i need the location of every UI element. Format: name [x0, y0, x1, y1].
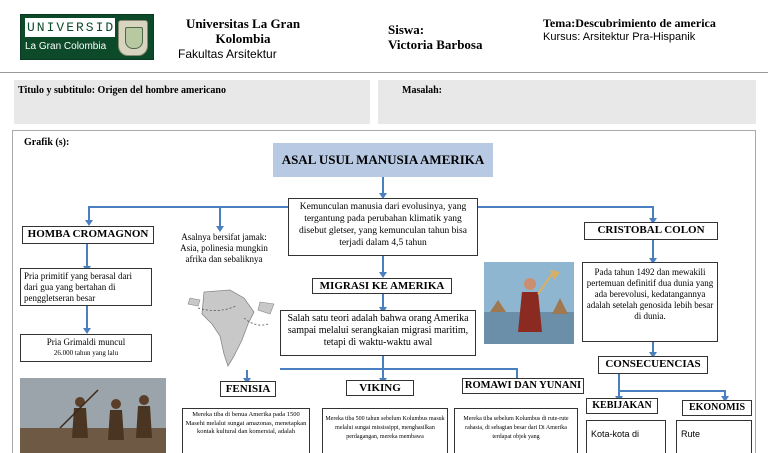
university-logo: UNIVERSIDAD La Gran Colombia	[20, 14, 154, 60]
header-divider	[0, 72, 768, 73]
connector-line	[246, 368, 248, 380]
fenisia-title-box: FENISIA	[220, 381, 276, 397]
connector-line	[516, 368, 518, 380]
romawi-text-box: Mereka tiba sebelum Kolumbus di rute-rut…	[454, 408, 578, 453]
homba-grimaldi-box: Pria Grimaldi muncul 26.000 tahun yang l…	[20, 334, 152, 362]
graphic-label: Grafik (s):	[24, 137, 70, 148]
viking-title-box: VIKING	[346, 380, 414, 396]
title-panel: Titulo y subtitulo: Origen del hombre am…	[14, 80, 370, 124]
early-humans-image	[20, 378, 166, 453]
grimaldi-line: Pria Grimaldi muncul	[46, 337, 126, 347]
arrow-head	[85, 220, 93, 226]
romawi-title-box: ROMAWI DAN YUNANI	[462, 378, 584, 394]
policy-title-box: KEBIJAKAN	[586, 398, 658, 414]
connector-line	[219, 206, 221, 228]
faculty-name: Fakultas Arsitektur	[178, 47, 277, 61]
americas-map-image	[184, 284, 280, 370]
economic-title-box: EKONOMIS	[682, 400, 752, 416]
student-name: Victoria Barbosa	[388, 37, 483, 52]
connector-line	[652, 206, 654, 220]
connector-line	[618, 390, 620, 398]
arrow-head	[721, 396, 729, 402]
colon-text-box: Pada tahun 1492 dan mewakili pertemuan d…	[582, 262, 718, 342]
map-main-title: ASAL USUL MANUSIA AMERIKA	[273, 143, 493, 177]
student-label: Siswa:	[388, 22, 425, 37]
arrow-head	[379, 193, 387, 199]
connector-line	[618, 374, 620, 392]
colon-title-box: CRISTOBAL COLON	[584, 222, 718, 240]
title-label: Titulo y subtitulo: Origen del hombre am…	[18, 85, 226, 96]
connector-line	[382, 368, 384, 380]
migration-text-box: Salah satu teori adalah bahwa orang Amer…	[280, 310, 476, 356]
logo-subtext: La Gran Colombia	[25, 41, 107, 52]
viking-text-box: Mereka tiba 500 tahun sebelum Kolumbus m…	[322, 408, 448, 453]
homba-text-box: Pria primitif yang berasal dari dari gua…	[20, 268, 152, 306]
arrow-head	[83, 328, 91, 334]
origin-text: Asalnya bersifat jamak: Asia, polinesia …	[178, 232, 270, 278]
arrow-head	[649, 218, 657, 224]
center-text-box: Kemunculan manusia dari evolusinya, yang…	[288, 198, 478, 256]
arrow-head	[649, 258, 657, 264]
economic-text-box: Rute	[676, 420, 752, 453]
connector-line	[382, 256, 384, 274]
student-block: Siswa: Victoria Barbosa	[388, 22, 482, 52]
university-name: Universitas La Gran Kolombia	[185, 16, 301, 46]
connector-line	[382, 293, 384, 309]
connector-line	[652, 240, 654, 260]
problem-panel: Masalah:	[378, 80, 756, 124]
arrow-head	[649, 352, 657, 358]
connector-line	[618, 390, 726, 392]
consequences-title-box: CONSECUENCIAS	[598, 356, 708, 374]
arrow-head	[379, 272, 387, 278]
connector-line	[86, 244, 88, 268]
connector-line	[652, 342, 654, 354]
fenisia-text-box: Mereka tiba di benua Amerika pada 1500 M…	[182, 408, 310, 453]
connector-line	[86, 306, 88, 330]
connector-line	[382, 356, 384, 370]
course-label: Kursus: Arsitektur Pra-Hispanik	[543, 31, 696, 43]
arrow-head	[216, 226, 224, 232]
logo-wordmark: UNIVERSIDAD	[25, 18, 115, 37]
topic-label: Tema:Descubrimiento de america	[543, 16, 716, 30]
policy-text-box: Kota-kota di	[586, 420, 666, 453]
connector-line	[382, 177, 384, 197]
crest-icon	[118, 20, 148, 56]
grimaldi-years: 26.000 tahun yang lalu	[53, 349, 119, 357]
problem-label: Masalah:	[402, 85, 442, 96]
connector-line	[88, 206, 90, 222]
migration-title-box: MIGRASI KE AMERIKA	[312, 278, 452, 294]
homba-title-box: HOMBA CROMAGNON	[22, 226, 154, 244]
connector-line	[724, 390, 726, 398]
colon-painting-image	[484, 262, 574, 344]
